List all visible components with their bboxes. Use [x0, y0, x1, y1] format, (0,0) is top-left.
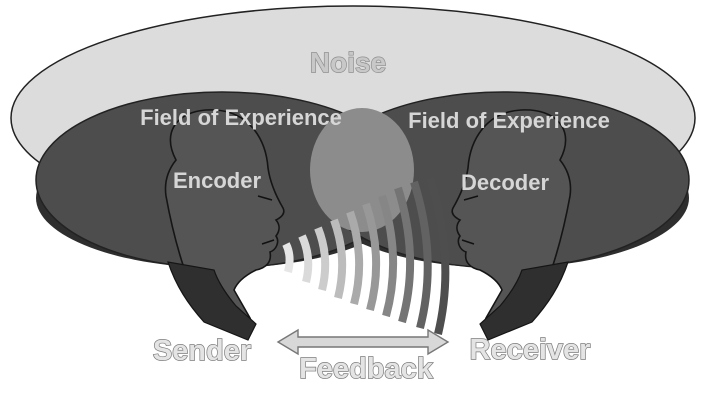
sender-field-label: Field of Experience — [140, 105, 342, 130]
wave-arc — [298, 234, 313, 283]
wave-arc — [282, 242, 294, 273]
wave-arc — [362, 202, 381, 312]
wave-arc — [330, 218, 347, 299]
receiver-field-label: Field of Experience — [408, 108, 610, 133]
wave-arc — [394, 186, 415, 324]
receiver-mouth-icon — [461, 239, 475, 245]
noise-label: Noise — [310, 47, 386, 78]
encoder-label: Encoder — [173, 168, 261, 193]
wave-arc — [346, 210, 364, 306]
wave-arc — [378, 194, 398, 318]
sender-label: Sender — [153, 335, 251, 367]
receiver-eye-icon — [463, 195, 479, 201]
feedback-label: Feedback — [299, 353, 434, 385]
shared-experience-overlap — [310, 108, 414, 232]
sender-neck-shadow — [167, 261, 257, 341]
sender-mouth-icon — [261, 239, 275, 245]
feedback-arrow-icon — [276, 328, 450, 356]
sender-eye-icon — [257, 195, 273, 201]
decoder-label: Decoder — [461, 170, 549, 195]
wave-arc — [410, 180, 432, 329]
message-waves — [282, 176, 450, 335]
wave-arc — [314, 226, 330, 291]
wave-arc — [426, 176, 450, 335]
receiver-label: Receiver — [470, 334, 591, 366]
receiver-neck-shadow — [479, 261, 569, 341]
